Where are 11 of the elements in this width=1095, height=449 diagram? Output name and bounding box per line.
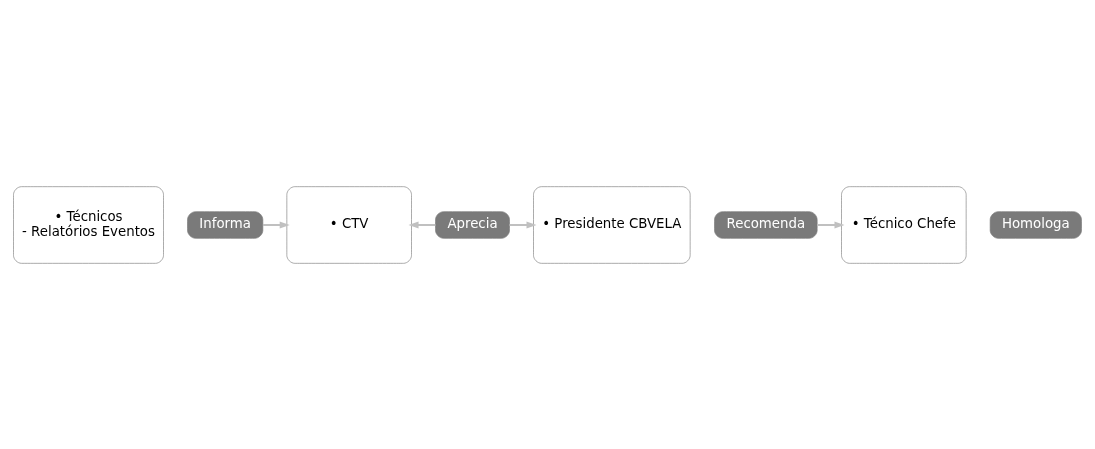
arrow xyxy=(816,221,845,228)
node-box: • Técnico Chefe xyxy=(841,185,967,264)
arrow xyxy=(261,221,290,228)
node-box: Aprecia xyxy=(435,210,510,239)
node-box: Recomenda xyxy=(714,210,818,239)
node-box: • Presidente CBVELA xyxy=(533,185,691,264)
node-box: • Técnicos - Relatórios Eventos xyxy=(13,185,164,264)
arrow xyxy=(408,221,437,228)
node-box: Homologa xyxy=(989,210,1082,239)
node-box: Informa xyxy=(187,210,264,239)
node-box: • CTV xyxy=(286,185,412,264)
